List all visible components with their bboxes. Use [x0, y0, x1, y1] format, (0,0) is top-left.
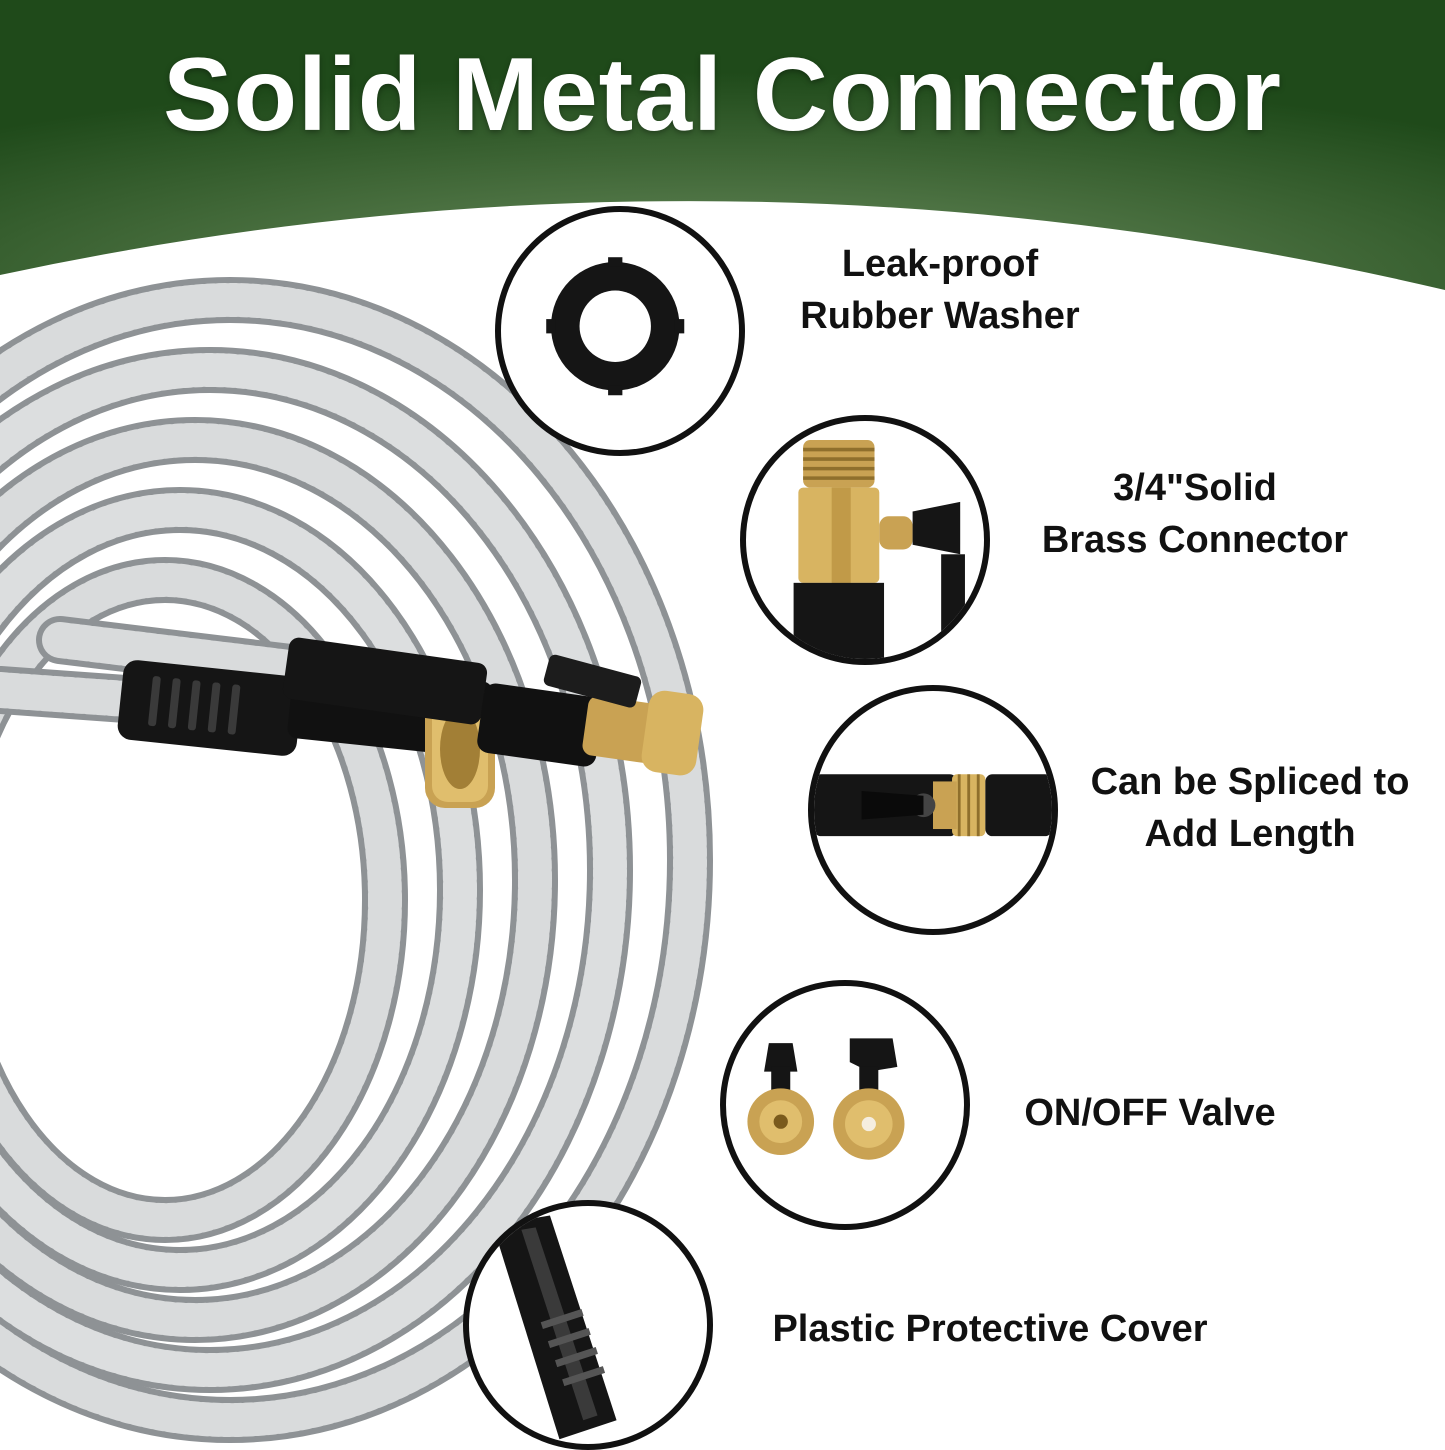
- caption-brass-connector: 3/4"Solid Brass Connector: [1005, 462, 1385, 566]
- caption-cover-line-1: Plastic Protective Cover: [772, 1308, 1208, 1350]
- caption-spliced-line-1: Can be Spliced to: [1090, 761, 1410, 803]
- caption-valve-line-1: ON/OFF Valve: [1024, 1092, 1276, 1134]
- caption-spliced-line-2: Add Length: [1144, 813, 1356, 855]
- feature-circle-valve: [720, 980, 970, 1230]
- feature-circle-washer: [495, 206, 745, 456]
- brass-connector-icon: [793, 440, 965, 659]
- feature-circle-cover: [463, 1200, 713, 1450]
- on-off-valve-icon: [747, 1038, 905, 1160]
- caption-cover: Plastic Protective Cover: [730, 1303, 1250, 1355]
- hose-fittings: [117, 637, 704, 808]
- caption-washer: Leak-proof Rubber Washer: [760, 238, 1120, 342]
- hose-coil-loops: [0, 277, 713, 1443]
- caption-brass-line-2: Brass Connector: [1041, 519, 1349, 561]
- rubber-washer-icon: [546, 257, 685, 396]
- caption-spliced: Can be Spliced to Add Length: [1060, 756, 1440, 860]
- caption-brass-line-1: 3/4"Solid: [1113, 467, 1277, 509]
- headline-title: Solid Metal Connector: [163, 37, 1282, 153]
- feature-circle-spliced: [808, 685, 1058, 935]
- caption-washer-line-2: Rubber Washer: [800, 295, 1080, 337]
- feature-circle-brass-connector: [740, 415, 990, 665]
- caption-valve: ON/OFF Valve: [985, 1087, 1315, 1139]
- spliced-connector-icon: [814, 774, 1052, 837]
- protective-cover-icon: [492, 1215, 617, 1440]
- caption-washer-line-1: Leak-proof: [841, 243, 1039, 285]
